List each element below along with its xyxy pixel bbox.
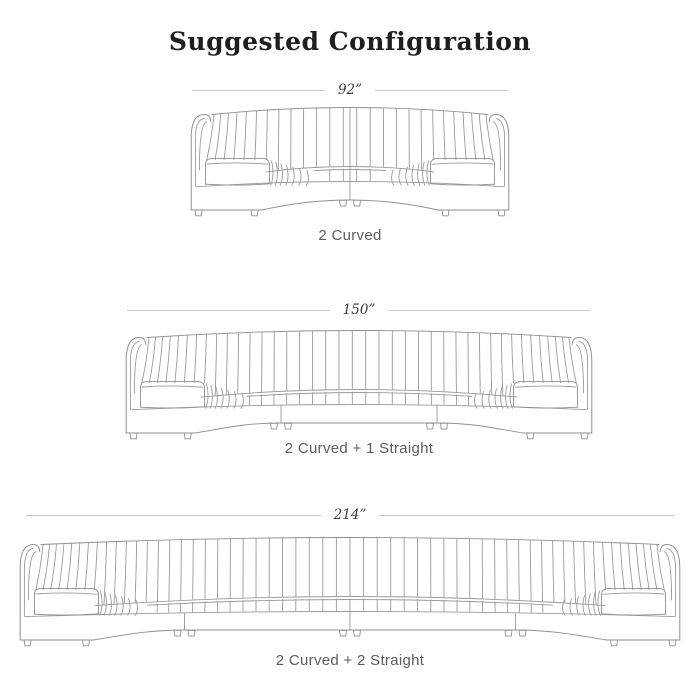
dimension-label: 214” bbox=[333, 507, 367, 523]
configuration-caption: 2 Curved + 1 Straight bbox=[284, 440, 434, 457]
sofa-line-drawing bbox=[125, 330, 593, 440]
page-title: Suggested Configuration bbox=[168, 27, 532, 56]
configuration-caption: 2 Curved + 2 Straight bbox=[275, 652, 425, 669]
dimension-rule-left bbox=[127, 309, 330, 311]
dimension-label: 92” bbox=[337, 82, 363, 98]
dimension-rule-right bbox=[375, 89, 508, 91]
sofa-illustration-150in bbox=[125, 329, 593, 442]
dimension-line: 214” bbox=[26, 507, 675, 523]
dimension-rule-right bbox=[379, 514, 675, 516]
sofa-illustration-214in bbox=[19, 536, 681, 649]
dimension-line: 92” bbox=[192, 82, 508, 98]
sofa-line-drawing bbox=[19, 537, 681, 647]
dimension-rule-left bbox=[192, 89, 325, 91]
dimension-line: 150” bbox=[127, 302, 592, 318]
dimension-rule-left bbox=[26, 514, 321, 516]
dimension-rule-right bbox=[388, 309, 592, 311]
dimension-label: 150” bbox=[342, 302, 376, 318]
sofa-line-drawing bbox=[190, 107, 510, 217]
sofa-illustration-92in bbox=[190, 106, 510, 219]
configuration-caption: 2 Curved bbox=[318, 227, 382, 244]
